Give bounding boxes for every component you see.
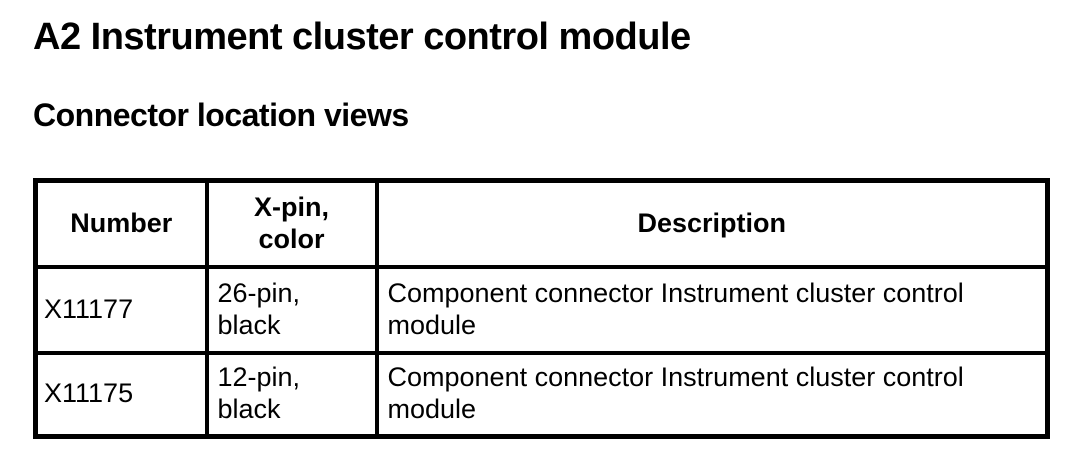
section-heading-connector-location-views: Connector location views [33, 97, 409, 133]
table-header-row: Number X-pin, color Description [33, 178, 1050, 269]
table-row-x11175: X11175 12-pin, black Component connector… [33, 350, 1050, 439]
cell-number: X11175 [33, 350, 209, 439]
cell-description: Component connector Instrument cluster c… [374, 350, 1050, 439]
cell-description: Component connector Instrument cluster c… [374, 264, 1050, 355]
column-header-number: Number [33, 178, 209, 269]
cell-number: X11177 [33, 264, 209, 355]
page-title: A2 Instrument cluster control module [33, 16, 691, 58]
table-row-x11177: X11177 26-pin, black Component connector… [33, 264, 1050, 355]
column-header-pin-color: X-pin, color [204, 178, 379, 269]
cell-pin-color: 26-pin, black [204, 264, 379, 355]
column-header-description: Description [374, 178, 1050, 269]
cell-pin-color: 12-pin, black [204, 350, 379, 439]
document-page: A2 Instrument cluster control module Con… [0, 18, 1072, 456]
connector-table-head: Number X-pin, color Description [33, 178, 1050, 269]
connector-table-body: X11177 26-pin, black Component connector… [33, 264, 1050, 439]
connector-table: Number X-pin, color Description X11177 2… [33, 178, 1050, 439]
